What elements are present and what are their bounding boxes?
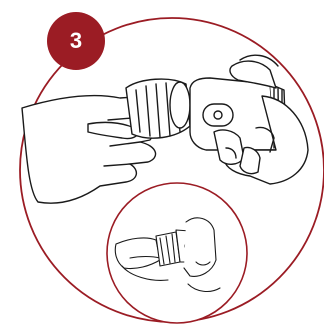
step-number-badge: 3 [47, 12, 105, 70]
step-number: 3 [70, 28, 82, 54]
